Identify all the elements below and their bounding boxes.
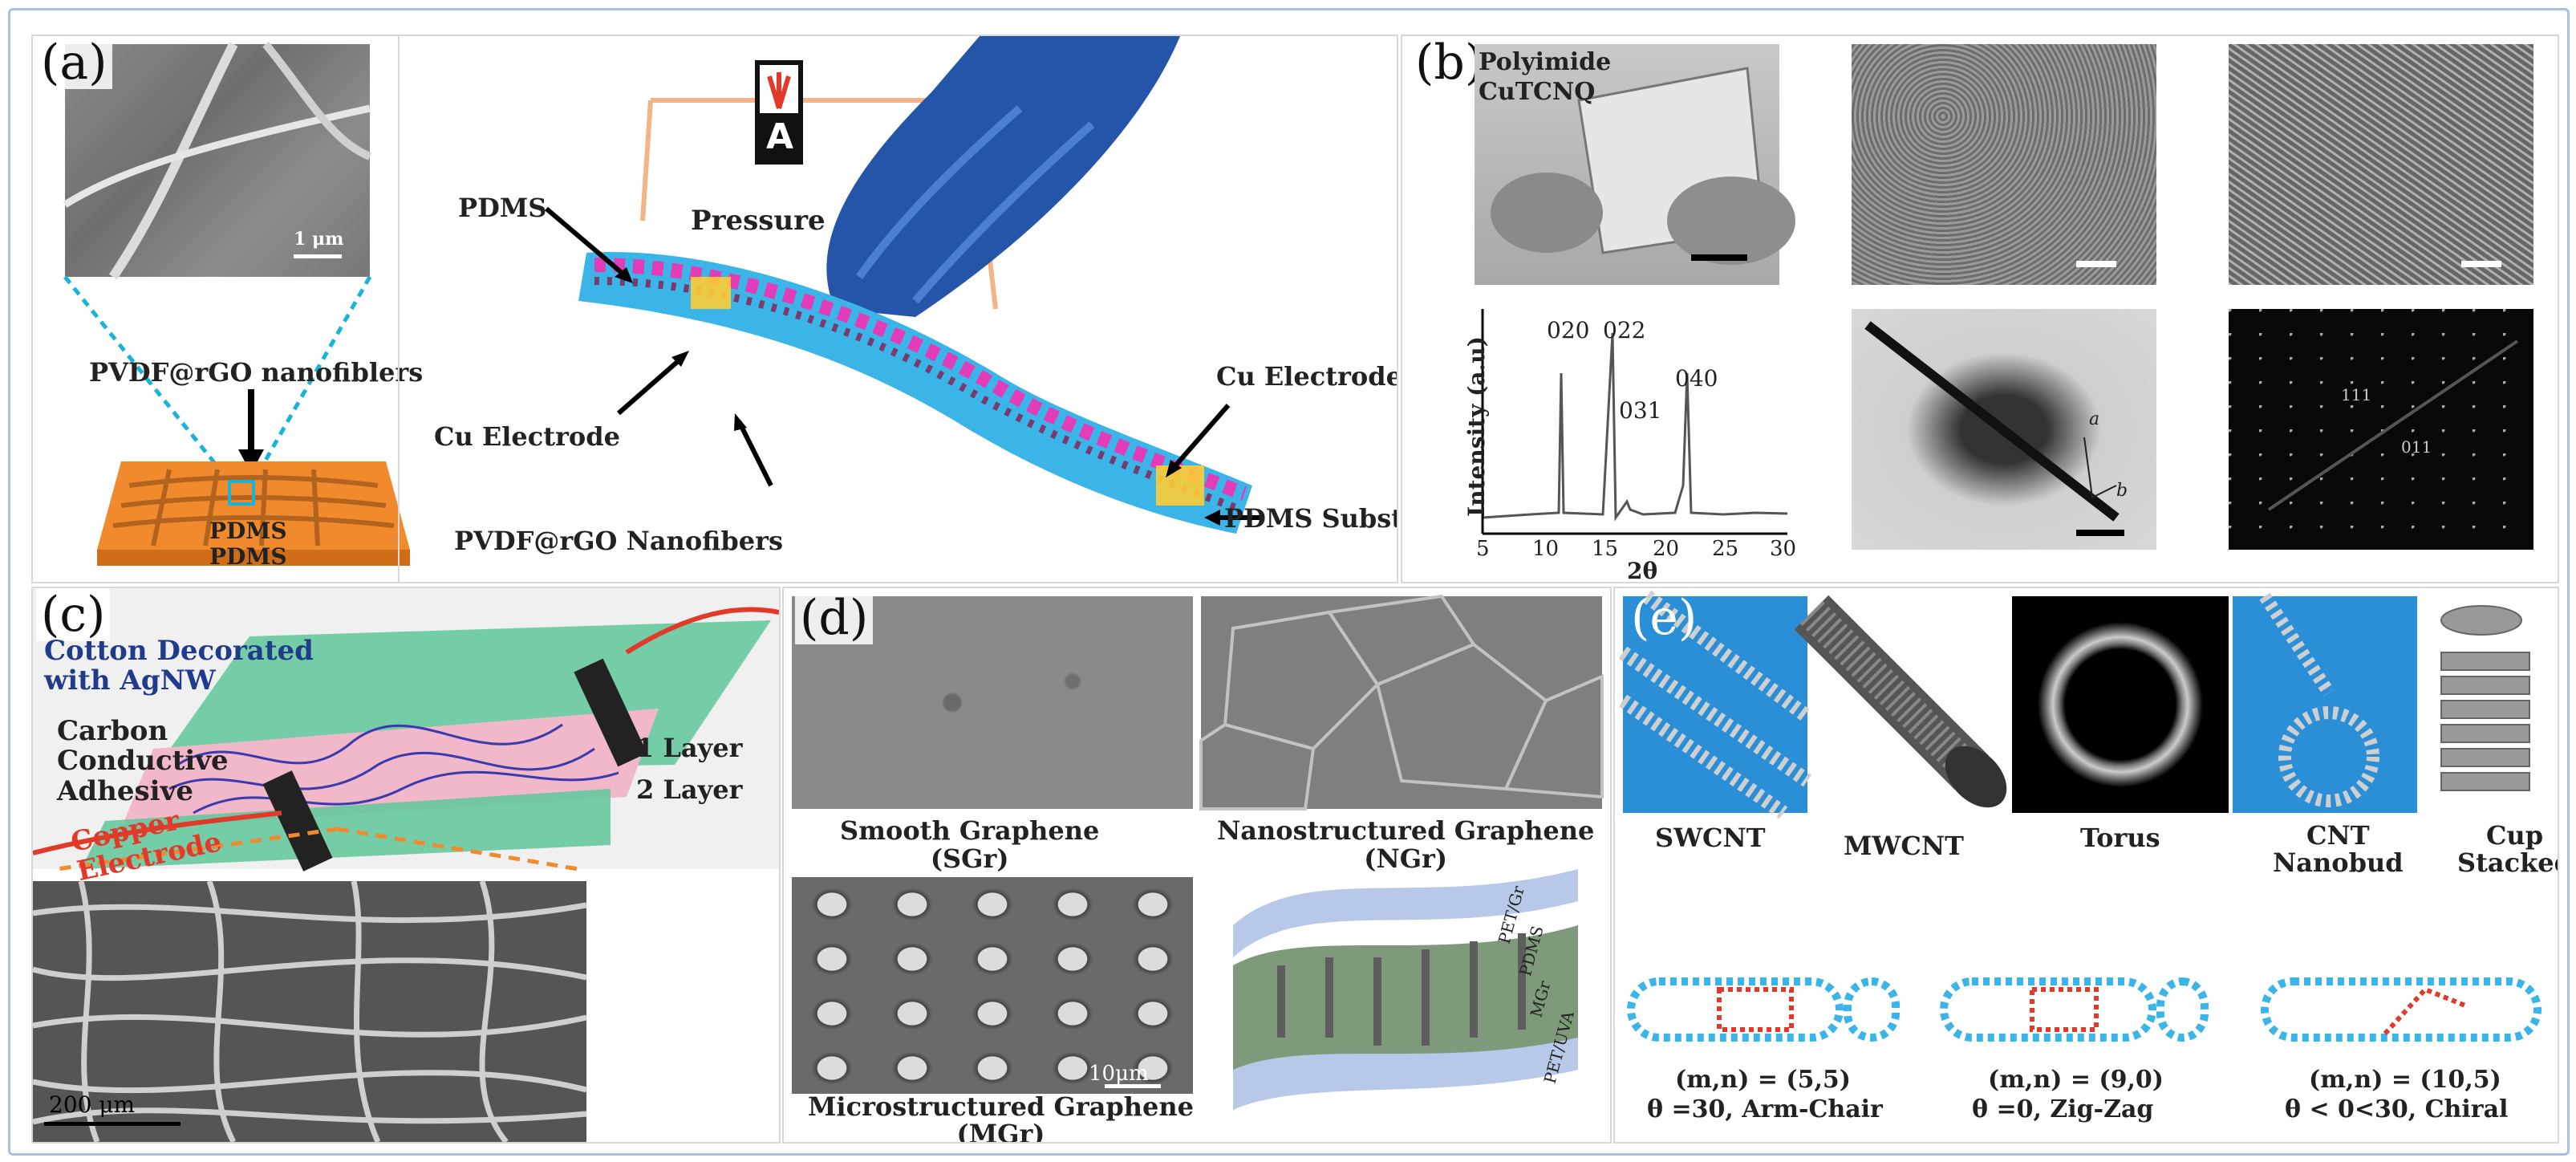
- image-cnt-nanobud: [2233, 592, 2417, 813]
- image-torus: [2012, 596, 2229, 813]
- chirality-theta-1: θ =30, Arm-Chair: [1647, 1095, 1883, 1123]
- carbon-adhesive-label: Carbon Conductive Adhesive: [57, 715, 229, 807]
- scale-bar: [1105, 1084, 1161, 1088]
- pdms-label-2: PDMS: [209, 543, 287, 570]
- cu-electrode-right-label: Cu Electrode: [1216, 361, 1398, 392]
- chirality-theta-3: θ < 0<30, Chiral: [2285, 1095, 2509, 1123]
- fiber-lines: [63, 41, 371, 280]
- pdms-block: [97, 461, 410, 566]
- panel-a: 1 μm (a) PVDF@rGO nanofiblers PDMS PDMS: [31, 35, 1398, 583]
- panel-label-e: (e): [1631, 590, 1698, 646]
- xrd-peak-031: 031: [1619, 397, 1662, 424]
- layer2-label: 2 Layer: [636, 774, 743, 805]
- photo-film: [1475, 44, 1795, 285]
- saed-label-111: 111: [2341, 385, 2372, 404]
- cotton-label: Cotton Decorated with AgNW: [44, 635, 314, 697]
- mgr-label: Microstructured Graphene (MGr): [808, 1091, 1194, 1144]
- cu-electrode-left-label: Cu Electrode: [434, 421, 620, 452]
- type-label-swcnt: SWCNT: [1655, 823, 1766, 853]
- image-cup-stacked: [2425, 596, 2554, 813]
- scale-bar: [2076, 261, 2116, 267]
- chirality-mn-1: (m,n) = (5,5): [1675, 1066, 1851, 1094]
- chirality-mn-3: (m,n) = (10,5): [2309, 1066, 2501, 1094]
- panel-label-d: (d): [795, 591, 874, 644]
- type-label-mwcnt: MWCNT: [1844, 831, 1964, 861]
- nanofibers-bottom-label: PVDF@rGO Nanofibers: [454, 526, 784, 556]
- image-mwcnt: [1794, 595, 2007, 813]
- zoom-lines: [63, 275, 372, 483]
- scale-label: 10μm: [1089, 1062, 1149, 1086]
- saed-pattern: 111 011: [2229, 309, 2533, 550]
- scale-bar: [2076, 530, 2124, 536]
- panel-label-b: (b): [1410, 36, 1489, 89]
- nanofibers-label: PVDF@rGO nanofiblers: [89, 357, 424, 388]
- scale-label: 1 μm: [294, 229, 344, 250]
- xrd-xtick: 30: [1770, 537, 1797, 561]
- sem-image-microstructured-graphene: 10μm: [792, 877, 1193, 1094]
- panel-label-a: (a): [36, 36, 112, 89]
- sem-image-high-mag: [2229, 44, 2533, 285]
- scale-bar: [294, 254, 342, 258]
- scale-label: 200 μm: [49, 1091, 136, 1118]
- xrd-peak-020: 020: [1547, 317, 1590, 343]
- graphene-sandwich-illustration: [1233, 869, 1578, 1110]
- chirality-theta-2: θ =0, Zig-Zag: [1972, 1095, 2154, 1123]
- xrd-xtick: 20: [1653, 537, 1680, 561]
- pdms-top-label: PDMS: [458, 193, 547, 223]
- sgr-label: Smooth Graphene (SGr): [840, 815, 1100, 875]
- panel-c: (c) Cotton Decorated with AgNW Carbon Co…: [31, 587, 781, 1144]
- gauge-letter: A: [766, 116, 794, 157]
- pdms-label-1: PDMS: [209, 518, 287, 544]
- textile-sensor-illustration: [33, 588, 779, 872]
- layer1-label: 1 Layer: [636, 733, 743, 763]
- type-label-nanobud: CNT Nanobud: [2273, 820, 2404, 878]
- xrd-peak-022: 022: [1603, 317, 1646, 343]
- pressure-device-illustration: [545, 36, 1260, 534]
- panel-d: (d) Smooth Graphene (SGr) Nanostructured…: [782, 587, 1612, 1144]
- saed-label-011: 011: [2401, 437, 2432, 457]
- tem-image: a b: [1852, 309, 2156, 550]
- sem-image-nanofibers: 1 μm: [63, 41, 371, 280]
- chirality-mn-2: (m,n) = (9,0): [1988, 1066, 2164, 1094]
- panel-label-c: (c): [36, 588, 111, 641]
- image-swcnt: [1618, 590, 1812, 819]
- sem-image-low-mag: [1852, 44, 2156, 285]
- pdms-substrate-label: PDMS Substrate: [1224, 503, 1397, 534]
- cutcnq-label: CuTCNQ: [1479, 78, 1596, 106]
- xrd-ylabel: Intensity (a.u): [1462, 336, 1490, 517]
- type-label-cup-stacked: Cup Stacked: [2457, 820, 2558, 878]
- scale-bar: [44, 1122, 181, 1126]
- scale-bar: [1691, 254, 1747, 261]
- chirality-tubes: [1627, 977, 2542, 1042]
- figure-frame: 1 μm (a) PVDF@rGO nanofiblers PDMS PDMS: [8, 8, 2570, 1156]
- type-label-torus: Torus: [2080, 823, 2160, 853]
- xrd-xticks: 5 10 15 20 25 30: [1476, 537, 1796, 561]
- xrd-xlabel: 2θ: [1627, 558, 1658, 583]
- tem-axis-b: b: [2116, 481, 2128, 501]
- panel-a-divider: [398, 36, 400, 582]
- polyimide-label: Polyimide: [1479, 48, 1612, 76]
- tem-axis-a: a: [2089, 409, 2100, 429]
- xrd-xtick: 5: [1476, 537, 1490, 561]
- sem-image-nanostructured-graphene: [1199, 594, 1604, 811]
- panel-e: (e) SWCNT MWCNT Torus CNT Nanobud Cup St…: [1613, 587, 2559, 1144]
- xrd-xtick: 10: [1532, 537, 1560, 561]
- panel-b: (b) Polyimide CuTCNQ 020 022 031: [1401, 35, 2559, 583]
- sem-image-cotton-fibers: 200 μm: [33, 880, 587, 1142]
- ngr-label: Nanostructured Graphene (NGr): [1217, 815, 1595, 875]
- xrd-xtick: 25: [1712, 537, 1739, 561]
- xrd-peak-040: 040: [1675, 365, 1718, 392]
- scale-bar: [2461, 261, 2501, 267]
- xrd-xtick: 15: [1592, 537, 1619, 561]
- xrd-chart: [1481, 309, 1788, 535]
- pressure-label: Pressure: [691, 205, 826, 237]
